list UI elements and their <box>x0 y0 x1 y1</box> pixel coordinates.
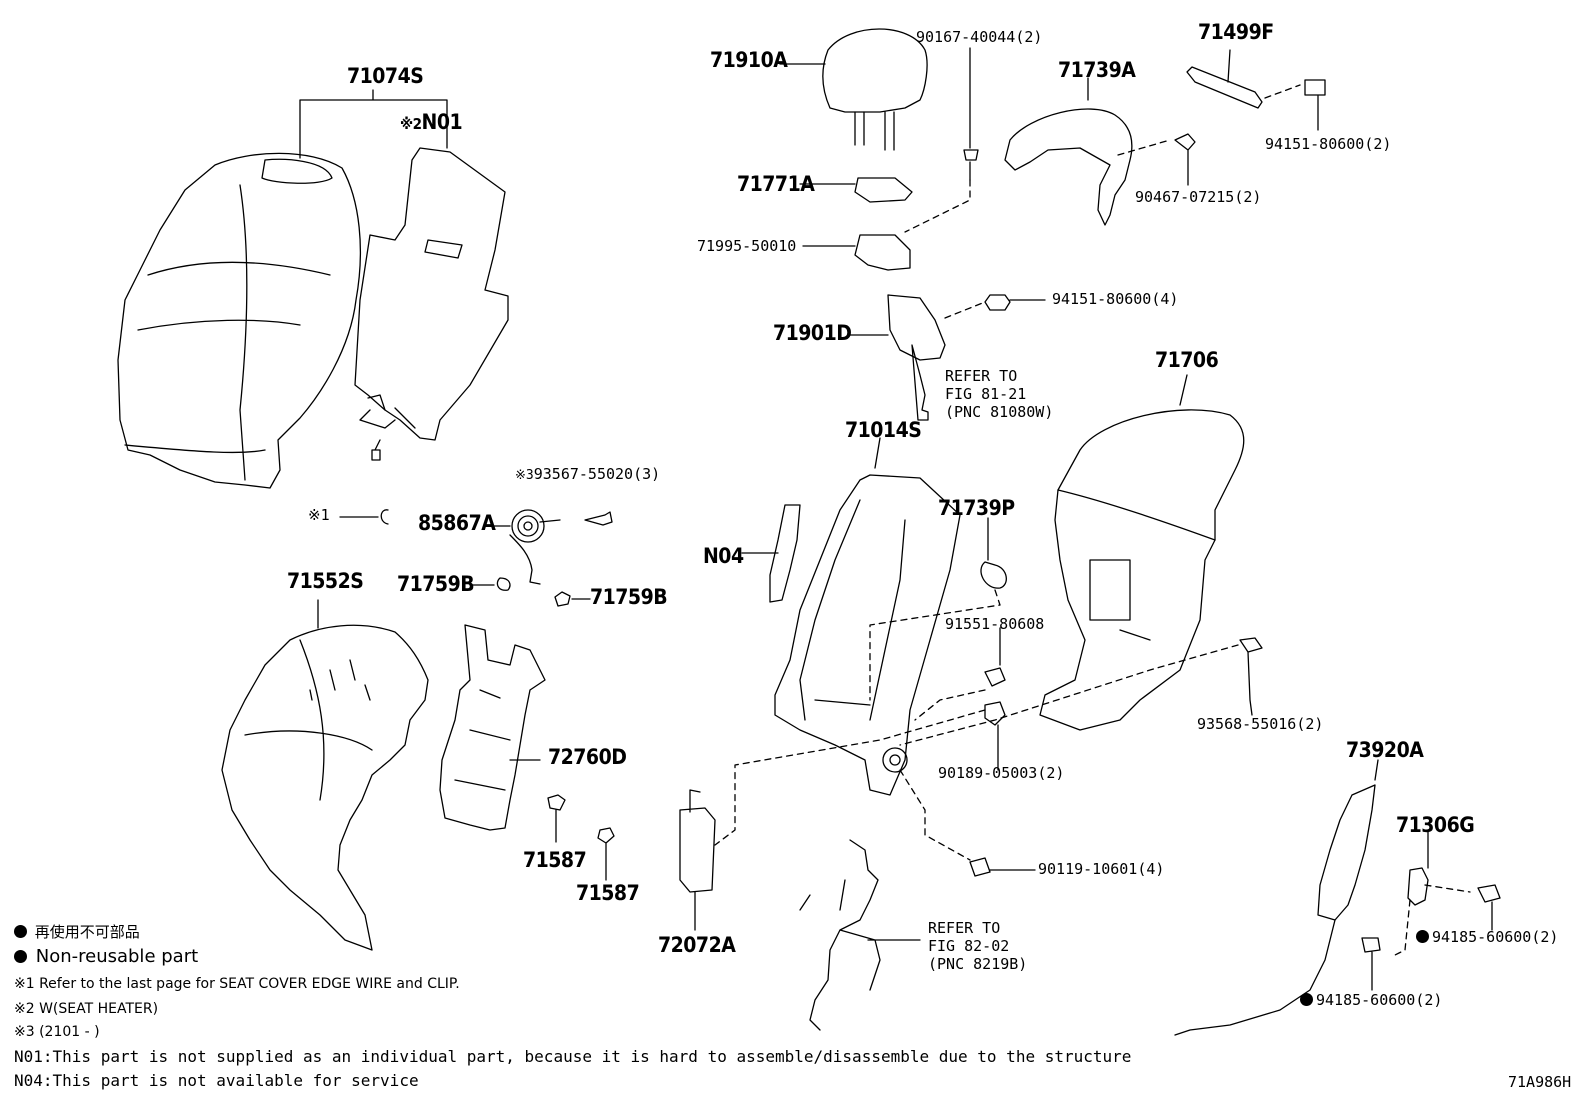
reference-note: REFER TO FIG 81-21 (PNC 81080W) <box>945 367 1054 421</box>
bracket-71499F-drawing <box>1186 49 1326 131</box>
note-mark: ※3 <box>515 468 534 483</box>
part-label: 71759B <box>397 572 475 596</box>
part-label: ※2N01 <box>400 110 463 134</box>
bolt-93568-drawing <box>899 637 1263 746</box>
part-label: N01 <box>421 110 463 134</box>
wire-harness-drawing <box>799 839 921 1031</box>
part-label: 71552S <box>287 569 364 593</box>
part-label: 93568-55016(2) <box>1197 715 1324 733</box>
bracket-71306G-drawing <box>1361 829 1501 991</box>
bolt-90167-drawing <box>904 47 979 233</box>
part-label: 94185-60600(2) <box>1432 928 1559 946</box>
part-label: 71739P <box>938 496 1015 520</box>
part-label: 94185-60600(2) <box>1300 993 1442 1008</box>
part-label: 93567-55020(3) <box>533 465 661 483</box>
note-mark: ※2 <box>400 115 422 133</box>
non-reusable-dot-icon <box>14 925 27 938</box>
note-2: ※2 W(SEAT HEATER) <box>14 1001 159 1017</box>
non-reusable-dot-icon <box>1416 930 1429 943</box>
module-72072A-drawing <box>679 789 716 931</box>
latch-71901D-drawing <box>847 294 1046 421</box>
part-label: 73920A <box>1346 738 1424 762</box>
seat-heater-pad-drawing <box>354 147 509 461</box>
bracket-72760D-drawing <box>439 624 546 831</box>
figure-id: 71A986H <box>1508 1073 1572 1091</box>
headrest-guide-drawing <box>799 177 913 271</box>
part-label: 90189-05003(2) <box>938 764 1065 782</box>
part-label: 94151-80600(2) <box>1265 135 1392 153</box>
part-label: 90467-07215(2) <box>1135 188 1262 206</box>
part-label: 71014S <box>845 418 922 442</box>
part-label: 71901D <box>773 321 852 345</box>
seat-back-frame-drawing <box>774 437 961 796</box>
clip-drawing <box>339 509 389 525</box>
note-n04: N04:This part is not available for servi… <box>14 1071 419 1090</box>
non-reusable-dot-icon <box>1300 993 1313 1006</box>
part-label: 71739A <box>1058 58 1136 82</box>
part-label: 71499F <box>1198 20 1274 44</box>
reference-note: REFER TO FIG 82-02 (PNC 8219B) <box>928 919 1028 973</box>
part-label: 72072A <box>658 933 736 957</box>
note-mark: ※1 <box>308 506 330 524</box>
legend-jp: 再使用不可部品 <box>14 921 140 942</box>
upper-cover-drawing <box>1004 77 1196 226</box>
back-panel-drawing <box>1039 374 1245 731</box>
seat-back-cover-drawing <box>117 89 448 489</box>
note-1: ※1 Refer to the last page for SEAT COVER… <box>14 976 460 992</box>
part-label: 71074S <box>347 64 424 88</box>
part-label: 94151-80600(4) <box>1052 290 1179 308</box>
clip-90189-drawing <box>714 701 1006 846</box>
part-label: 71759B <box>590 585 668 609</box>
part-label: N04 <box>703 544 744 568</box>
part-label: 71706 <box>1155 348 1219 372</box>
part-label: 85867A <box>418 511 496 535</box>
part-label: 71995-50010 <box>697 237 797 255</box>
part-label: 71587 <box>576 881 640 905</box>
part-label: 91551-80608 <box>945 615 1045 633</box>
note-3: ※3 (2101 - ) <box>14 1024 100 1040</box>
part-label: ※393567-55020(3) <box>515 465 661 483</box>
legend-jp-text: 再使用不可部品 <box>34 923 140 941</box>
clips-71759B-drawing <box>469 577 591 607</box>
part-label: 90119-10601(4) <box>1038 860 1165 878</box>
part-label: 71306G <box>1396 813 1475 837</box>
speaker-drawing <box>492 509 613 585</box>
headrest-drawing <box>779 28 928 151</box>
part-label: 94185-60600(2) <box>1416 930 1558 945</box>
n04-bracket-drawing <box>741 504 801 603</box>
clip-71739P-drawing <box>869 517 1007 701</box>
non-reusable-dot-icon <box>14 950 27 963</box>
seat-back-board-drawing <box>221 599 429 951</box>
part-label: 90167-40044(2) <box>916 28 1043 46</box>
note-n01: N01:This part is not supplied as an indi… <box>14 1047 1132 1066</box>
part-label: 71587 <box>523 848 587 872</box>
part-label: 71910A <box>710 48 788 72</box>
bolt-91551-drawing <box>914 627 1006 721</box>
part-label: 72760D <box>548 745 627 769</box>
legend-en: Non-reusable part <box>14 946 198 967</box>
clips-71587-drawing <box>547 794 615 881</box>
part-label: 71771A <box>737 172 815 196</box>
bolt-90119-drawing <box>899 769 1036 877</box>
side-cover-73920A-drawing <box>1174 759 1379 1036</box>
legend-en-text: Non-reusable part <box>35 946 199 967</box>
part-label: 94185-60600(2) <box>1316 991 1443 1009</box>
